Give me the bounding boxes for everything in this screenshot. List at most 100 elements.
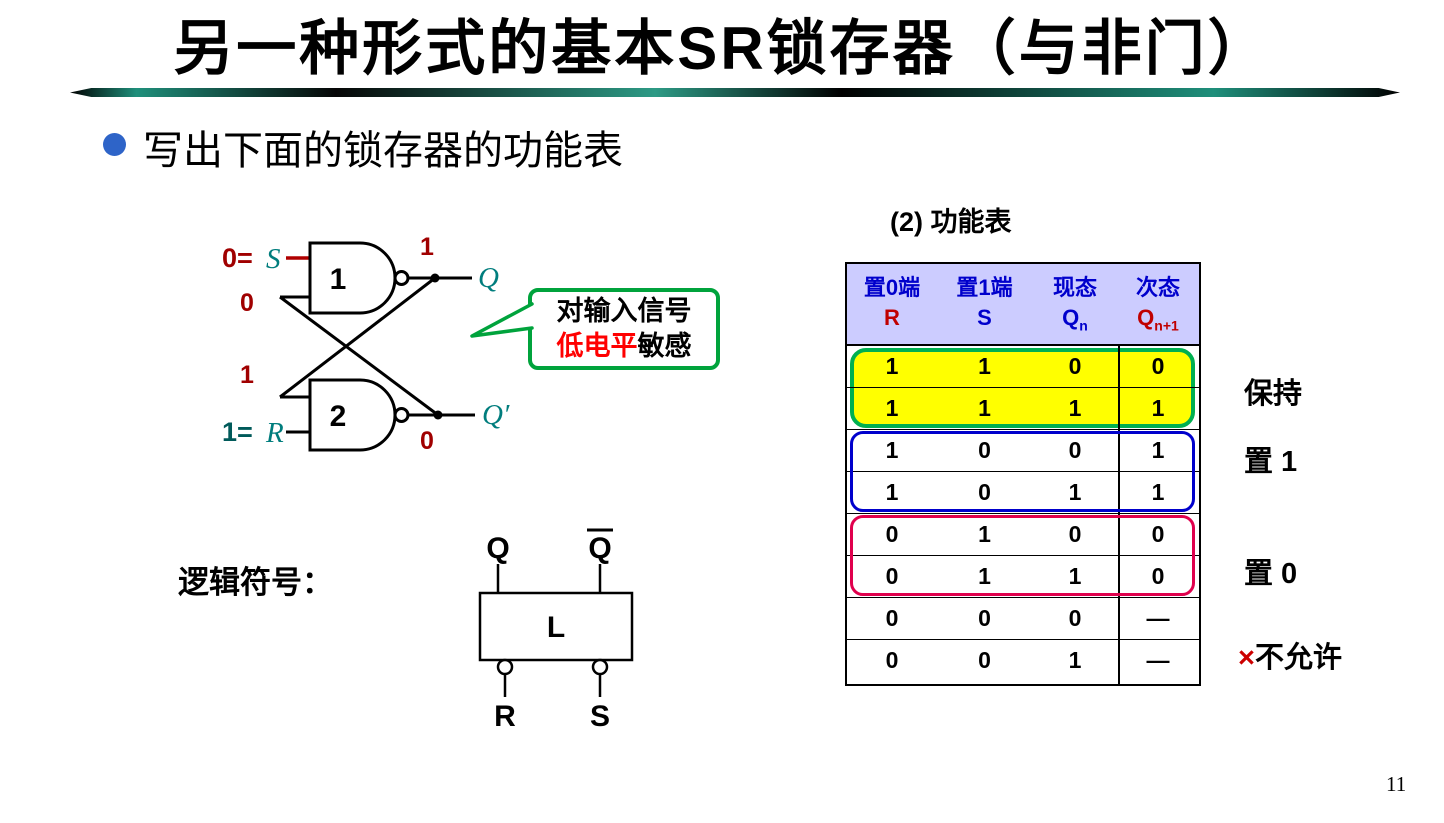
table-cell: 0 bbox=[885, 647, 899, 673]
table-cell: 0 bbox=[1151, 521, 1165, 547]
q-pin-label: Q bbox=[486, 532, 509, 565]
callout-pointer-icon bbox=[470, 302, 534, 338]
col-header-r-title: 置0端 bbox=[863, 275, 921, 300]
table-cell: 0 bbox=[1151, 353, 1165, 379]
table-cell: 1 bbox=[1068, 563, 1082, 589]
col-header-r-sym: R bbox=[884, 304, 900, 330]
table-cell: 0 bbox=[1068, 605, 1082, 631]
feedback-top-value: 0 bbox=[240, 289, 254, 317]
table-row: 0 0 1 — bbox=[847, 640, 1199, 682]
table-body: 1 1 0 0 1 1 1 1 1 0 0 1 1 0 1 1 0 1 0 0 bbox=[847, 346, 1199, 682]
table-row: 1 0 0 1 bbox=[847, 430, 1199, 472]
table-cell: 0 bbox=[1068, 437, 1082, 463]
table-cell: 1 bbox=[885, 395, 899, 421]
table-row: 1 1 0 0 bbox=[847, 346, 1199, 388]
gate1-number: 1 bbox=[330, 263, 347, 296]
table-cell: 1 bbox=[978, 563, 991, 589]
r-input-label: R bbox=[265, 417, 284, 449]
qprime-node-dot bbox=[433, 410, 443, 420]
feedback-bottom-value: 1 bbox=[240, 361, 254, 389]
col-header-qn: 现态 Qn bbox=[1032, 264, 1118, 344]
table-cell: 1 bbox=[1151, 437, 1165, 463]
gate2-number: 2 bbox=[330, 400, 347, 433]
table-header: 置0端 R 置1端 S 现态 Qn 次态 Qn+1 bbox=[847, 264, 1199, 346]
r-input-value: 1= bbox=[222, 417, 253, 447]
bullet-icon bbox=[103, 133, 126, 156]
page-number: 11 bbox=[1386, 772, 1407, 796]
inverter-bubble-icon bbox=[393, 270, 410, 286]
annotation-set0: 置 0 bbox=[1244, 558, 1298, 590]
callout-note: 对输入信号 低电平敏感 bbox=[528, 288, 720, 370]
table-cell: 1 bbox=[885, 479, 899, 505]
function-table: 置0端 R 置1端 S 现态 Qn 次态 Qn+1 1 1 0 0 1 1 1 … bbox=[845, 262, 1201, 686]
table-cell: 1 bbox=[1151, 395, 1165, 421]
set0-rows-outline bbox=[850, 515, 1195, 596]
hold-rows-highlight bbox=[850, 348, 1195, 428]
annotation-set1: 置 1 bbox=[1244, 446, 1298, 478]
table-cell: 0 bbox=[885, 521, 899, 547]
nand-gate-1: 1 bbox=[308, 241, 410, 315]
r-pin-label: R bbox=[494, 700, 516, 733]
not-allowed-text: 不允许 bbox=[1254, 642, 1342, 674]
col-header-qn1-title: 次态 bbox=[1135, 275, 1180, 300]
col-header-r: 置0端 R bbox=[847, 264, 937, 344]
table-cell: 0 bbox=[1068, 521, 1082, 547]
logic-symbol-wires bbox=[496, 564, 602, 697]
table-row: 0 1 0 0 bbox=[847, 514, 1199, 556]
table-row: 1 0 1 1 bbox=[847, 472, 1199, 514]
not-allowed-x-icon: × bbox=[1238, 642, 1255, 674]
table-cell: 1 bbox=[978, 521, 991, 547]
table-cell: 1 bbox=[885, 353, 899, 379]
s-input-value: 0= bbox=[222, 243, 253, 273]
col-header-s-sym: S bbox=[977, 304, 992, 330]
table-cell: 1 bbox=[978, 353, 991, 379]
table-cell: 0 bbox=[978, 479, 991, 505]
table-row: 0 0 0 — bbox=[847, 598, 1199, 640]
table-cell: 1 bbox=[1068, 479, 1082, 505]
bullet-text: 写出下面的锁存器的功能表 bbox=[143, 128, 623, 173]
set1-rows-outline bbox=[850, 431, 1195, 512]
table-cell: 0 bbox=[978, 647, 991, 673]
q-output-value: 1 bbox=[420, 233, 434, 261]
nand-gate-2: 2 bbox=[308, 378, 410, 452]
callout-line2: 低电平敏感 bbox=[557, 329, 692, 364]
latch-logic-symbol: L Q Q R S bbox=[478, 528, 634, 733]
latch-body bbox=[478, 591, 634, 662]
table-cell: 1 bbox=[885, 437, 899, 463]
q-output-label: Q bbox=[478, 262, 499, 294]
callout-emphasis: 低电平 bbox=[556, 331, 638, 361]
table-cell: 1 bbox=[1068, 647, 1082, 673]
table-cell: 1 bbox=[1068, 395, 1082, 421]
col-header-qn-title: 现态 bbox=[1052, 275, 1097, 300]
table-cell: 0 bbox=[978, 437, 991, 463]
table-cell: 0 bbox=[1068, 353, 1082, 379]
title-divider bbox=[70, 88, 1400, 97]
q-node-dot bbox=[430, 273, 440, 283]
table-cell: 1 bbox=[978, 395, 991, 421]
annotation-not-allowed: ×不允许 bbox=[1238, 634, 1342, 676]
table-row: 1 1 1 1 bbox=[847, 388, 1199, 430]
r-active-low-bubble-icon bbox=[496, 658, 514, 676]
col-header-s-title: 置1端 bbox=[956, 275, 1013, 300]
table-cell: 0 bbox=[1151, 563, 1165, 589]
s-active-low-bubble-icon bbox=[591, 658, 609, 676]
table-cell: — bbox=[1146, 647, 1170, 673]
table-cell: 0 bbox=[885, 605, 899, 631]
table-row: 0 1 1 0 bbox=[847, 556, 1199, 598]
inverter-bubble-icon bbox=[393, 407, 410, 423]
callout-line1: 对输入信号 bbox=[556, 295, 692, 326]
logic-symbol-caption: 逻辑符号： bbox=[178, 565, 333, 600]
table-column-divider bbox=[1118, 264, 1120, 684]
col-header-qn1-sym: Qn+1 bbox=[1137, 304, 1179, 334]
table-cell: 1 bbox=[1151, 479, 1165, 505]
col-header-qn1: 次态 Qn+1 bbox=[1118, 264, 1198, 344]
function-table-title: (2) 功能表 bbox=[890, 207, 1012, 237]
latch-circuit-diagram: 1 2 0= S 1 Q 0 1 1= R Q′ 0 bbox=[222, 233, 510, 455]
s-input-label: S bbox=[266, 243, 281, 275]
annotation-hold: 保持 bbox=[1244, 378, 1303, 410]
latch-box-label: L bbox=[547, 611, 565, 644]
qbar-pin-label: Q bbox=[588, 532, 611, 565]
col-header-s: 置1端 S bbox=[937, 264, 1032, 344]
table-cell: 0 bbox=[978, 605, 991, 631]
qprime-output-value: 0 bbox=[420, 427, 434, 455]
